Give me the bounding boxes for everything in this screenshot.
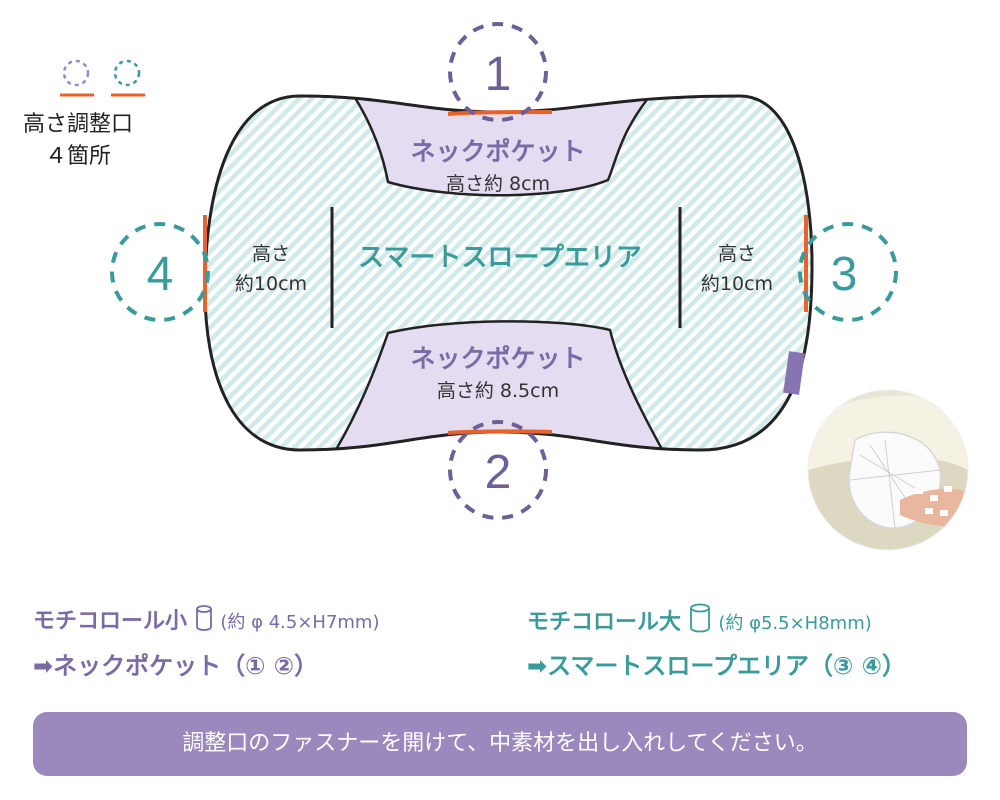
marker-4-label: 4 bbox=[147, 248, 174, 301]
right-area-line1: 高さ bbox=[718, 243, 756, 265]
cylinder-icon bbox=[195, 605, 212, 631]
marker-3-circle bbox=[798, 222, 898, 322]
cylinder-icon bbox=[689, 603, 710, 633]
legend-purple-port-icon bbox=[62, 59, 90, 87]
pillow-outline bbox=[203, 94, 814, 452]
roll-small-name: モチコロール小 bbox=[33, 609, 188, 634]
marker-2-circle bbox=[448, 420, 548, 520]
marker-1-label: 1 bbox=[485, 48, 512, 101]
legend-line2: ４箇所 bbox=[44, 144, 111, 169]
roll-large-target: ➡スマートスロープエリア（③ ④） bbox=[527, 652, 906, 680]
roll-small-row: モチコロール小 (約 φ 4.5×H7mm) bbox=[33, 603, 380, 635]
roll-small-target: ➡ネックポケット（① ②） bbox=[33, 652, 319, 680]
neck-pocket-bottom bbox=[327, 320, 671, 450]
pillow-body bbox=[205, 96, 812, 450]
roll-large-spec: (約 φ5.5×H8mm) bbox=[718, 613, 872, 634]
neck-top-title: ネックポケット bbox=[410, 137, 585, 166]
roll-large-row: モチコロール大 (約 φ5.5×H8mm) bbox=[527, 603, 872, 636]
roll-large-name: モチコロール大 bbox=[527, 610, 682, 635]
marker-3-label: 3 bbox=[831, 248, 858, 301]
neck-pocket-top bbox=[347, 96, 658, 197]
pillow-tag bbox=[783, 351, 805, 395]
legend-teal-port-icon bbox=[113, 59, 141, 87]
center-area-label: スマートスロープエリア bbox=[358, 243, 642, 273]
right-area-line2: 約10cm bbox=[701, 273, 773, 295]
marker-4-circle bbox=[110, 222, 210, 322]
zipper-top bbox=[447, 110, 553, 116]
marker-2-label: 2 bbox=[485, 446, 512, 499]
filling-photo bbox=[808, 390, 968, 550]
roll-small-spec: (約 φ 4.5×H7mm) bbox=[220, 612, 380, 633]
neck-bottom-height: 高さ約 8.5cm bbox=[437, 380, 559, 402]
zipper-bottom bbox=[447, 429, 553, 435]
left-area-line1: 高さ bbox=[252, 243, 290, 265]
instruction-banner: 調整口のファスナーを開けて、中素材を出し入れしてください。 bbox=[33, 712, 967, 776]
legend-line1: 高さ調整口 bbox=[22, 112, 133, 137]
left-area-line2: 約10cm bbox=[235, 273, 307, 295]
neck-bottom-title: ネックポケット bbox=[410, 344, 585, 373]
marker-1-circle bbox=[448, 22, 548, 122]
neck-top-height: 高さ約 8cm bbox=[446, 173, 550, 195]
